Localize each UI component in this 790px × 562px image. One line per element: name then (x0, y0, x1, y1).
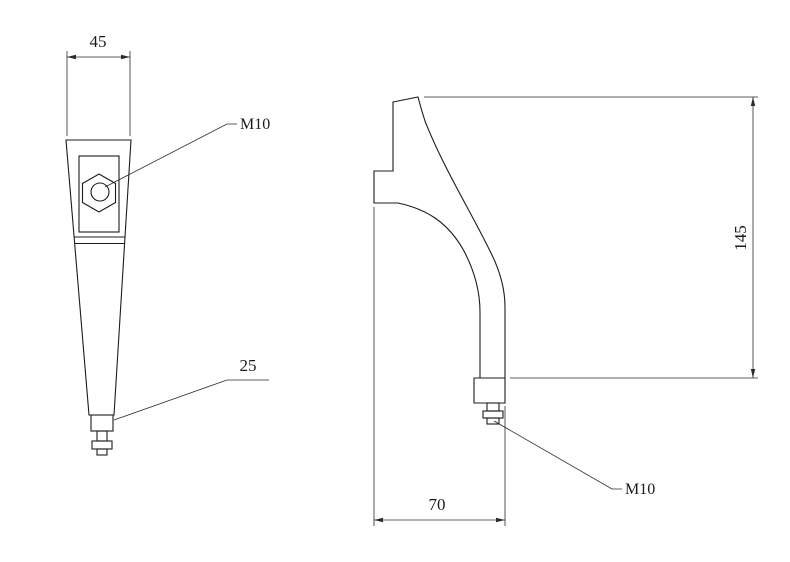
dim-70-arrow-left (374, 517, 383, 523)
dim-145-arrow-bottom (750, 369, 756, 378)
side-bolt-stem (486, 402, 500, 412)
dim-145-arrow-top (750, 97, 756, 106)
leader-m10-side-line (493, 420, 622, 490)
dim-height-145: 145 (424, 96, 758, 379)
dim-top-width-45: 45 (66, 32, 131, 136)
leader-m10-front-line (104, 123, 237, 188)
side-bolt-flange (482, 410, 504, 419)
dim-70-arrow-right (496, 517, 505, 523)
dim-25-label: 25 (240, 356, 257, 375)
dim-depth-70: 70 (373, 207, 506, 526)
front-view (65, 139, 132, 456)
front-bolt-flange (91, 440, 113, 450)
dimensions: 45 25 M10 145 (66, 32, 758, 526)
front-foot-block (90, 414, 114, 432)
front-bolt-stem (96, 430, 108, 442)
leader-m10-front: M10 (104, 116, 270, 188)
side-bolt-tip (486, 417, 500, 425)
dim-25-leader (113, 379, 269, 421)
front-bolt-hole (90, 182, 110, 202)
dim-70-label: 70 (429, 495, 446, 514)
leader-m10-side: M10 (493, 420, 655, 498)
front-leg-outline (65, 139, 132, 416)
side-leg-outline (373, 96, 506, 404)
dim-45-arrow-right (121, 54, 130, 60)
m10-front-label: M10 (240, 116, 270, 133)
front-bolt-tip (96, 448, 108, 456)
side-view (373, 96, 506, 425)
m10-side-label: M10 (625, 481, 655, 498)
front-nut-panel (78, 155, 120, 233)
dim-145-label: 145 (731, 225, 750, 251)
dim-bottom-width-25: 25 (113, 356, 269, 421)
front-hex-nut (81, 173, 117, 213)
dim-45-label: 45 (90, 32, 107, 51)
dim-45-arrow-left (67, 54, 76, 60)
